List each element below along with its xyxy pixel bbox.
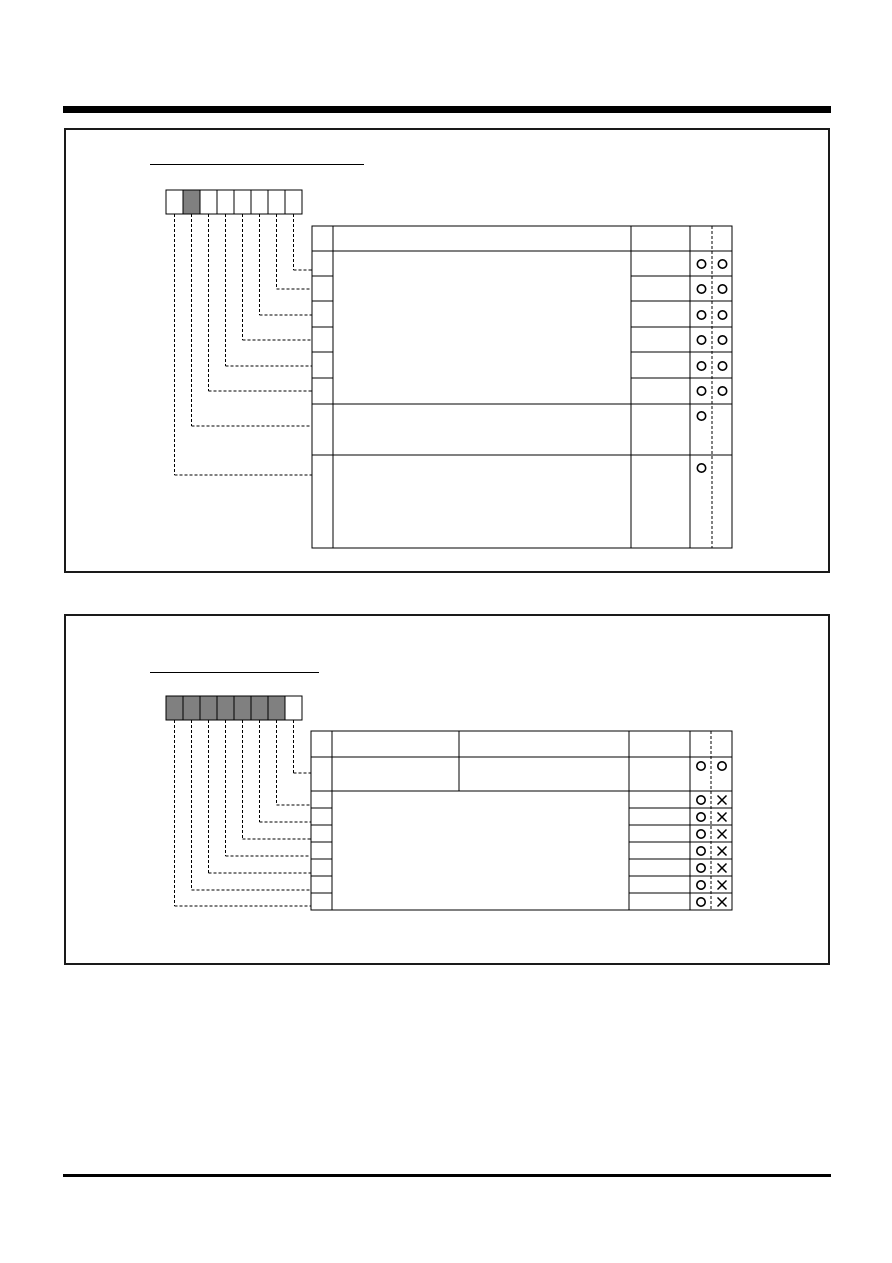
circle-mark <box>696 385 707 396</box>
cross-mark <box>716 828 728 840</box>
cross-mark <box>716 845 728 857</box>
leader-line-bit-3 <box>242 214 312 341</box>
bit-cell-7 <box>165 695 184 721</box>
table-row <box>696 410 707 421</box>
leader-line-bit-2 <box>259 214 312 316</box>
table-row <box>695 761 727 772</box>
table-frame <box>311 225 733 549</box>
table-frame <box>310 730 733 911</box>
leader-line-bit-5 <box>208 214 312 392</box>
circle-mark <box>696 259 707 270</box>
bit-cell-6 <box>182 695 201 721</box>
circle-mark <box>695 812 706 823</box>
leader-line-bit-0 <box>293 720 311 774</box>
circle-mark <box>695 879 706 890</box>
table-row <box>696 462 707 473</box>
circle-mark <box>717 385 728 396</box>
register-panel-1 <box>64 128 830 573</box>
circle-mark <box>695 896 706 907</box>
cross-mark <box>716 794 728 806</box>
register-2-bit-cells <box>165 695 303 721</box>
circle-mark <box>716 761 727 772</box>
circle-mark <box>717 259 728 270</box>
bit-cell-4 <box>216 189 235 215</box>
table-row <box>695 879 728 891</box>
circle-mark <box>695 863 706 874</box>
header-rule <box>63 106 831 113</box>
bit-cell-6 <box>182 189 201 215</box>
table-row <box>695 862 728 874</box>
circle-mark <box>695 829 706 840</box>
bit-cell-4 <box>216 695 235 721</box>
bit-cell-0 <box>284 189 303 215</box>
leader-line-bit-3 <box>242 720 311 840</box>
table-row <box>695 845 728 857</box>
table-row <box>695 828 728 840</box>
cross-mark <box>716 811 728 823</box>
register-1-bit-table <box>311 225 733 549</box>
bit-cell-3 <box>233 189 252 215</box>
leader-line-bit-0 <box>293 214 312 271</box>
leader-line-bit-6 <box>191 720 311 891</box>
leader-line-bit-5 <box>208 720 311 874</box>
cross-mark <box>716 862 728 874</box>
register-1-title <box>150 150 364 165</box>
circle-mark <box>696 310 707 321</box>
register-1-leader-lines <box>174 214 312 476</box>
bit-cell-1 <box>267 695 286 721</box>
bit-cell-2 <box>250 189 269 215</box>
table-row <box>696 335 728 346</box>
circle-mark <box>695 795 706 806</box>
cross-mark <box>716 879 728 891</box>
register-panel-2 <box>64 614 830 965</box>
leader-line-bit-4 <box>225 720 311 857</box>
table-row <box>696 259 728 270</box>
register-2-title <box>150 658 319 673</box>
table-row <box>695 896 728 908</box>
bit-cell-7 <box>165 189 184 215</box>
leader-line-bit-7 <box>174 214 312 476</box>
bit-cell-5 <box>199 695 218 721</box>
register-2-bit-table <box>310 730 733 911</box>
register-1-diagram <box>165 189 733 549</box>
circle-mark <box>717 284 728 295</box>
table-row <box>696 310 728 321</box>
circle-mark <box>717 335 728 346</box>
register-2-leader-lines <box>174 720 311 907</box>
bit-cell-0 <box>284 695 303 721</box>
circle-mark <box>696 284 707 295</box>
circle-mark <box>696 335 707 346</box>
footer-rule <box>63 1174 831 1177</box>
table-row <box>695 794 728 806</box>
bit-cell-3 <box>233 695 252 721</box>
circle-mark <box>695 761 706 772</box>
table-row <box>696 361 728 372</box>
leader-line-bit-2 <box>259 720 311 823</box>
table-row <box>695 811 728 823</box>
leader-line-bit-7 <box>174 720 311 907</box>
bit-cell-1 <box>267 189 286 215</box>
circle-mark <box>717 361 728 372</box>
circle-mark <box>717 310 728 321</box>
bit-cell-2 <box>250 695 269 721</box>
register-1-bit-cells <box>165 189 303 215</box>
circle-mark <box>696 462 707 473</box>
register-2-diagram <box>165 695 733 911</box>
leader-line-bit-1 <box>276 720 311 806</box>
leader-line-bit-1 <box>276 214 312 290</box>
bit-cell-5 <box>199 189 218 215</box>
leader-line-bit-6 <box>191 214 312 427</box>
table-row <box>696 284 728 295</box>
circle-mark <box>696 410 707 421</box>
circle-mark <box>695 846 706 857</box>
circle-mark <box>696 361 707 372</box>
table-row <box>696 385 728 396</box>
cross-mark <box>716 896 728 908</box>
leader-line-bit-4 <box>225 214 312 367</box>
